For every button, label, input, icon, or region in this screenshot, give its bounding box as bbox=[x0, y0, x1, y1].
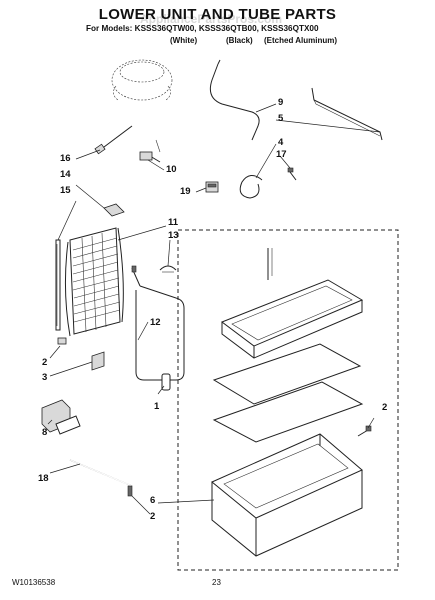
callout-8: 8 bbox=[42, 427, 48, 438]
callout-14: 14 bbox=[60, 169, 71, 180]
flat-sheets bbox=[212, 343, 364, 443]
callout-18: 18 bbox=[38, 473, 49, 484]
part-5-tube bbox=[311, 87, 383, 141]
compressor-illustration bbox=[111, 59, 173, 101]
drain-tray bbox=[220, 248, 364, 359]
part-18-rod bbox=[69, 459, 133, 497]
document-number: W10136538 bbox=[12, 578, 56, 587]
part-19-plug bbox=[205, 181, 219, 193]
callout-17: 17 bbox=[276, 149, 287, 160]
callout-1: 1 bbox=[154, 401, 160, 412]
callout-10: 10 bbox=[166, 164, 177, 175]
callout-11: 11 bbox=[168, 217, 179, 228]
callout-3: 3 bbox=[42, 372, 48, 383]
finish-white: (White) bbox=[170, 36, 198, 45]
finish-black: (Black) bbox=[226, 36, 253, 45]
part-11-condenser bbox=[64, 227, 124, 337]
callout-16: 16 bbox=[60, 153, 71, 164]
part-12-loop-tube bbox=[131, 265, 185, 381]
callout-6: 6 bbox=[150, 495, 156, 506]
callout-2-lower: 2 bbox=[150, 511, 156, 522]
part-10-connector bbox=[139, 139, 161, 163]
models-line: For Models: KSSS36QTW00, KSSS36QTB00, KS… bbox=[86, 24, 319, 33]
part-3-bracket bbox=[91, 351, 105, 371]
callout-2-right: 2 bbox=[382, 402, 388, 413]
finish-etched-aluminum: (Etched Aluminum) bbox=[264, 36, 338, 45]
part-9-tube bbox=[209, 59, 260, 141]
callout-13: 13 bbox=[168, 230, 179, 241]
callout-2-upper: 2 bbox=[42, 357, 48, 368]
callout-12: 12 bbox=[150, 317, 161, 328]
page-title: LOWER UNIT AND TUBE PARTS bbox=[98, 6, 337, 23]
part-17-screw bbox=[287, 167, 297, 181]
leader-lines bbox=[47, 103, 381, 515]
part-13-clip bbox=[159, 265, 177, 273]
part-15-strip bbox=[55, 239, 61, 331]
watermark: AppliancePartsPros.com bbox=[140, 12, 283, 26]
callout-4: 4 bbox=[278, 137, 284, 148]
part-16-rod bbox=[94, 125, 133, 155]
part-2-screw-upper bbox=[57, 337, 67, 345]
callout-5: 5 bbox=[278, 113, 284, 124]
part-4-coiled-tube bbox=[239, 175, 263, 199]
page-number: 23 bbox=[212, 578, 221, 587]
callout-19: 19 bbox=[180, 186, 191, 197]
dashed-assembly-box bbox=[177, 229, 399, 571]
callout-9: 9 bbox=[278, 97, 284, 108]
callout-15: 15 bbox=[60, 185, 71, 196]
part-2-screw-right bbox=[357, 425, 372, 437]
part-8-bracket bbox=[41, 399, 81, 435]
part-6-base-pan bbox=[211, 433, 363, 557]
part-14-plate bbox=[103, 203, 125, 217]
